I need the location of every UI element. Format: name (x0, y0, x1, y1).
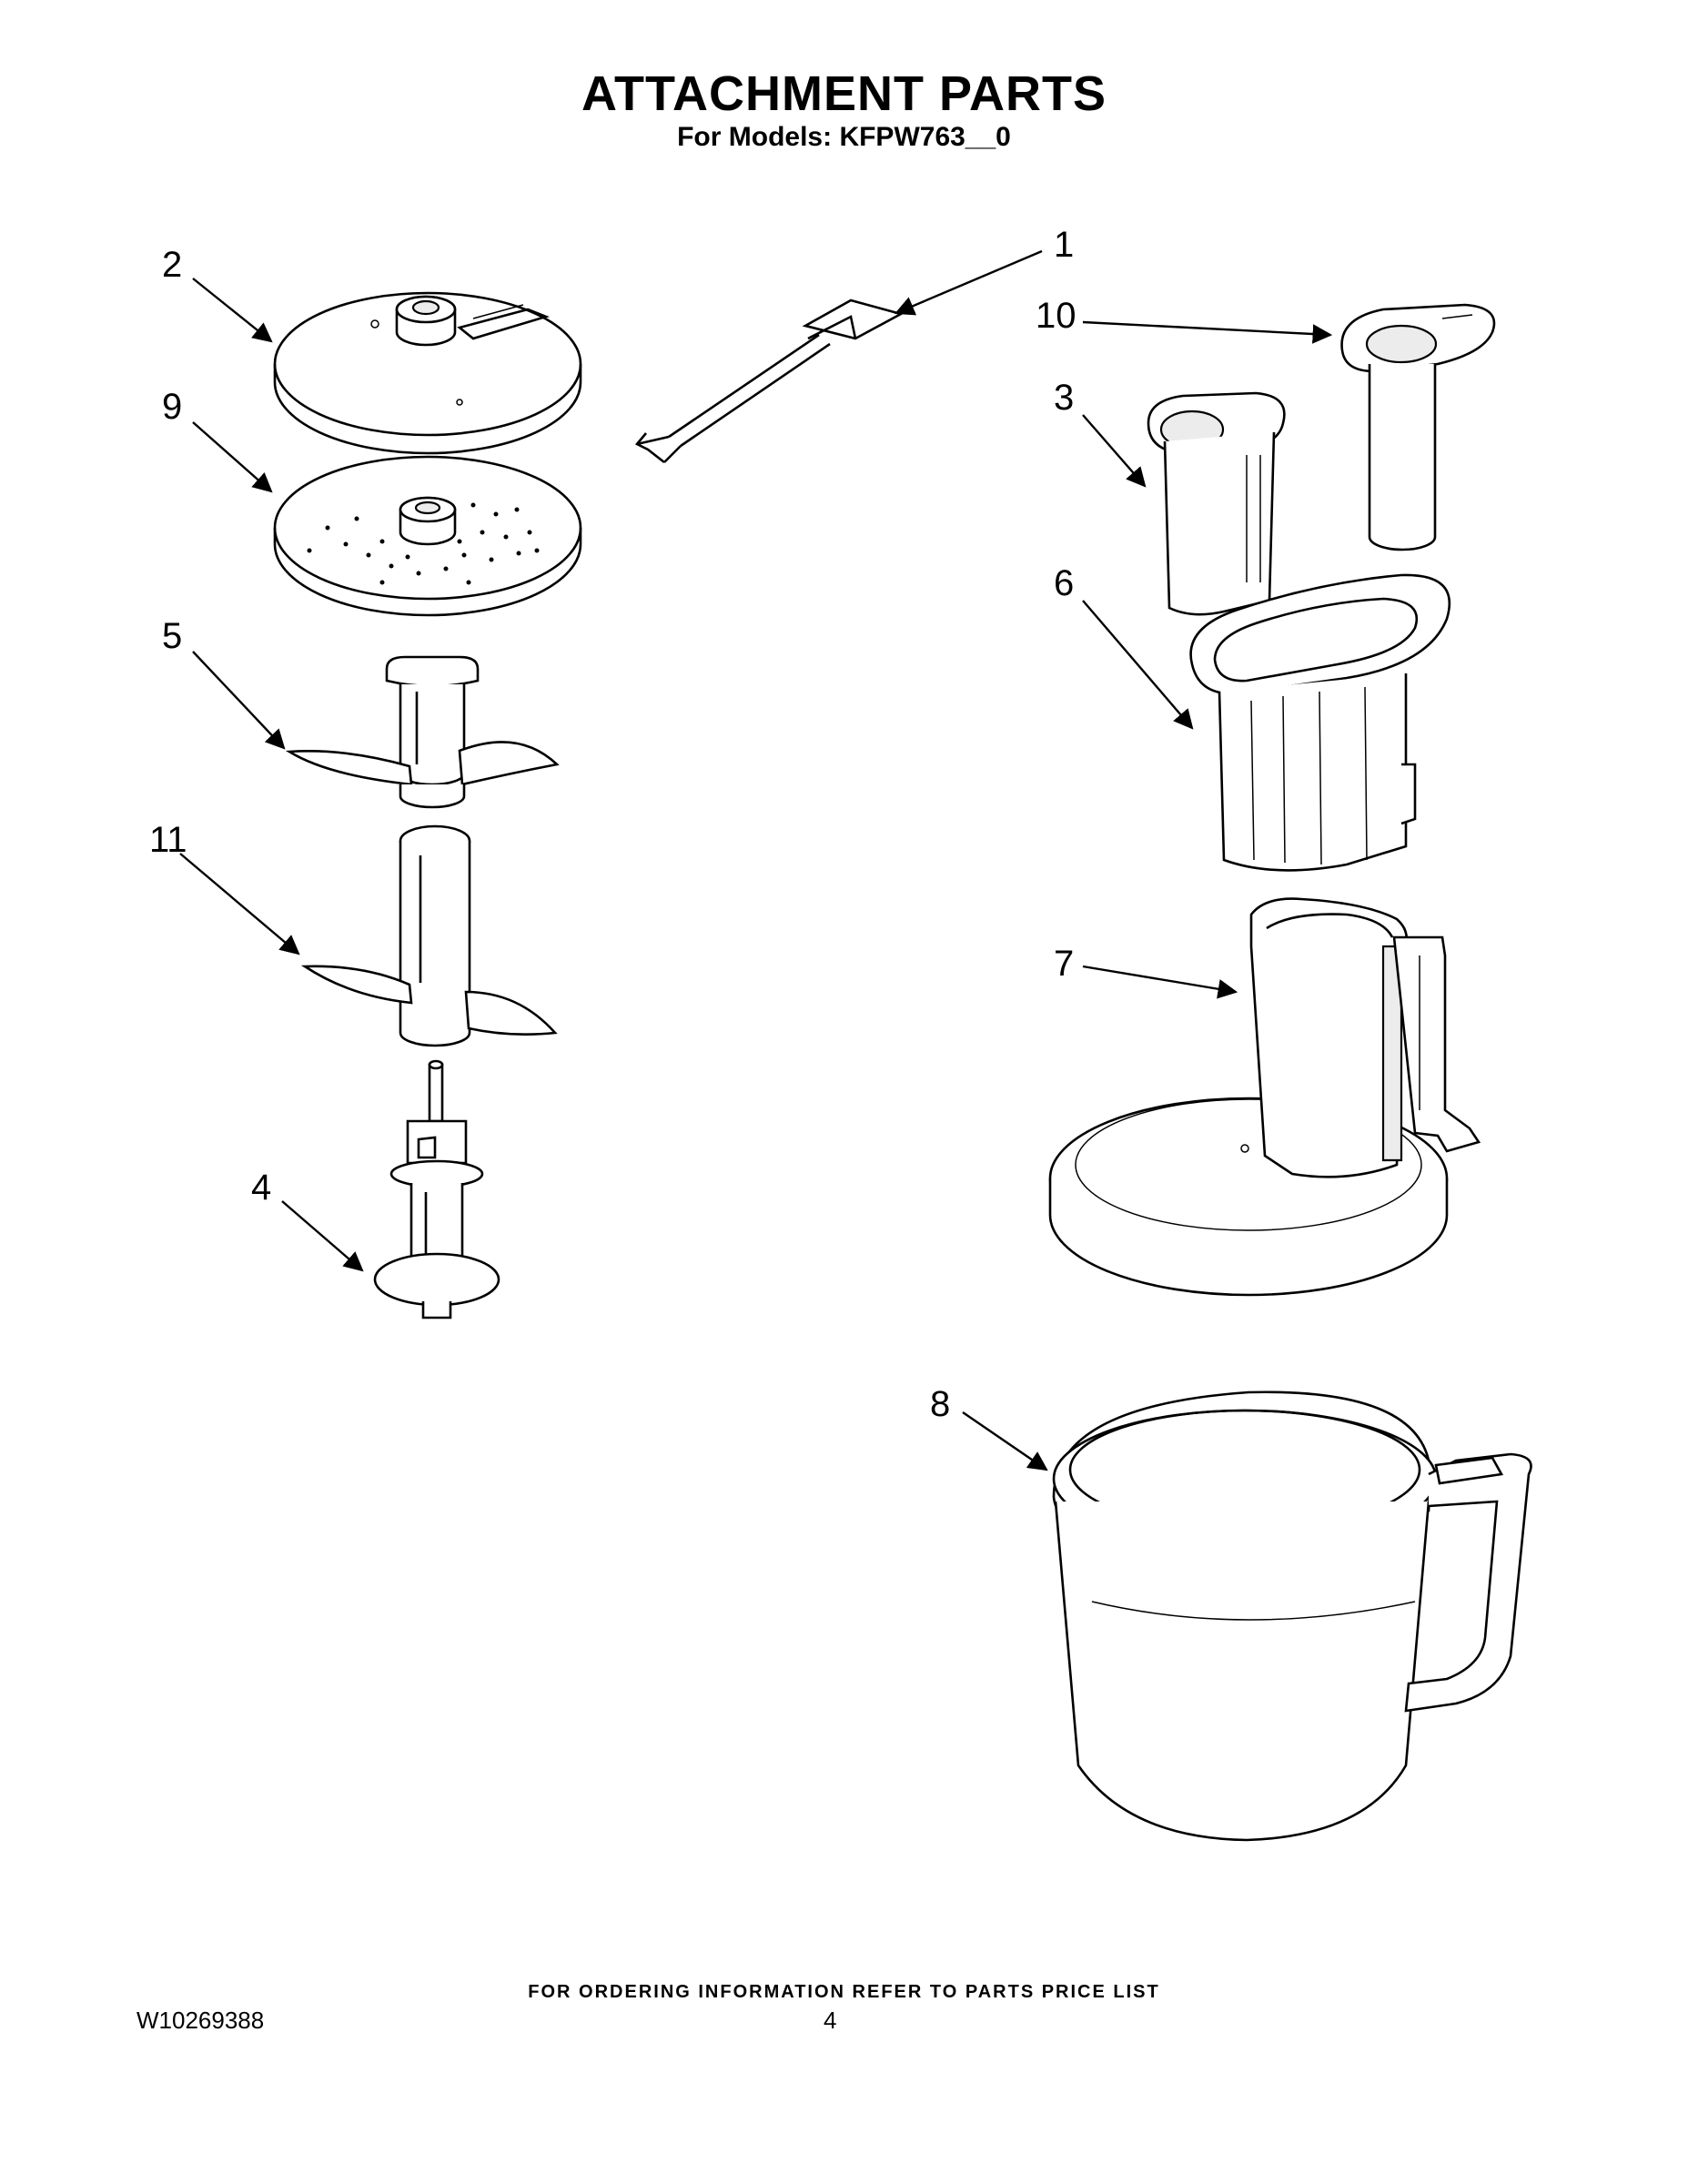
leader-7 (1082, 965, 1238, 999)
page-title: ATTACHMENT PARTS (581, 66, 1107, 121)
leader-10 (1082, 320, 1333, 344)
part-3-mini-food-pusher (1147, 391, 1286, 616)
callout-7: 7 (1054, 944, 1074, 984)
callout-8: 8 (930, 1384, 950, 1424)
callout-5: 5 (162, 616, 182, 656)
callout-6: 6 (1054, 563, 1074, 603)
part-6-mini-bowl (1189, 573, 1451, 872)
part-8-work-bowl (1052, 1390, 1532, 1842)
callout-2: 2 (162, 245, 182, 285)
part-10-food-pusher (1340, 303, 1496, 551)
model-subtitle: For Models: KFPW763__0 (677, 122, 1011, 152)
part-7-work-bowl-cover (1048, 897, 1481, 1297)
part-5-multipurpose-blade (285, 655, 560, 809)
callout-10: 10 (1036, 296, 1076, 336)
part-1-spatula (634, 298, 905, 464)
leader-11 (179, 853, 300, 956)
part-4-drive-adapter (373, 1059, 500, 1320)
leader-1 (895, 249, 1043, 316)
ordering-note: FOR ORDERING INFORMATION REFER TO PARTS … (528, 1982, 1160, 2002)
callout-3: 3 (1054, 378, 1074, 418)
callout-1: 1 (1054, 225, 1074, 265)
shredding-holes (307, 502, 540, 585)
part-2-slicing-disc (273, 291, 582, 455)
page-number: 4 (824, 2007, 837, 2034)
document-number: W10269388 (136, 2007, 265, 2034)
leader-5 (192, 651, 286, 750)
leader-9 (192, 421, 273, 493)
leader-3 (1082, 414, 1147, 488)
callout-9: 9 (162, 387, 182, 427)
leader-6 (1082, 600, 1194, 730)
leader-2 (192, 278, 273, 343)
leader-4 (281, 1200, 364, 1272)
part-9-shredding-disc (273, 455, 582, 617)
part-11-dough-blade (300, 824, 558, 1047)
leader-8 (962, 1411, 1048, 1471)
callout-4: 4 (251, 1168, 271, 1208)
leader-lines (179, 249, 1333, 1471)
